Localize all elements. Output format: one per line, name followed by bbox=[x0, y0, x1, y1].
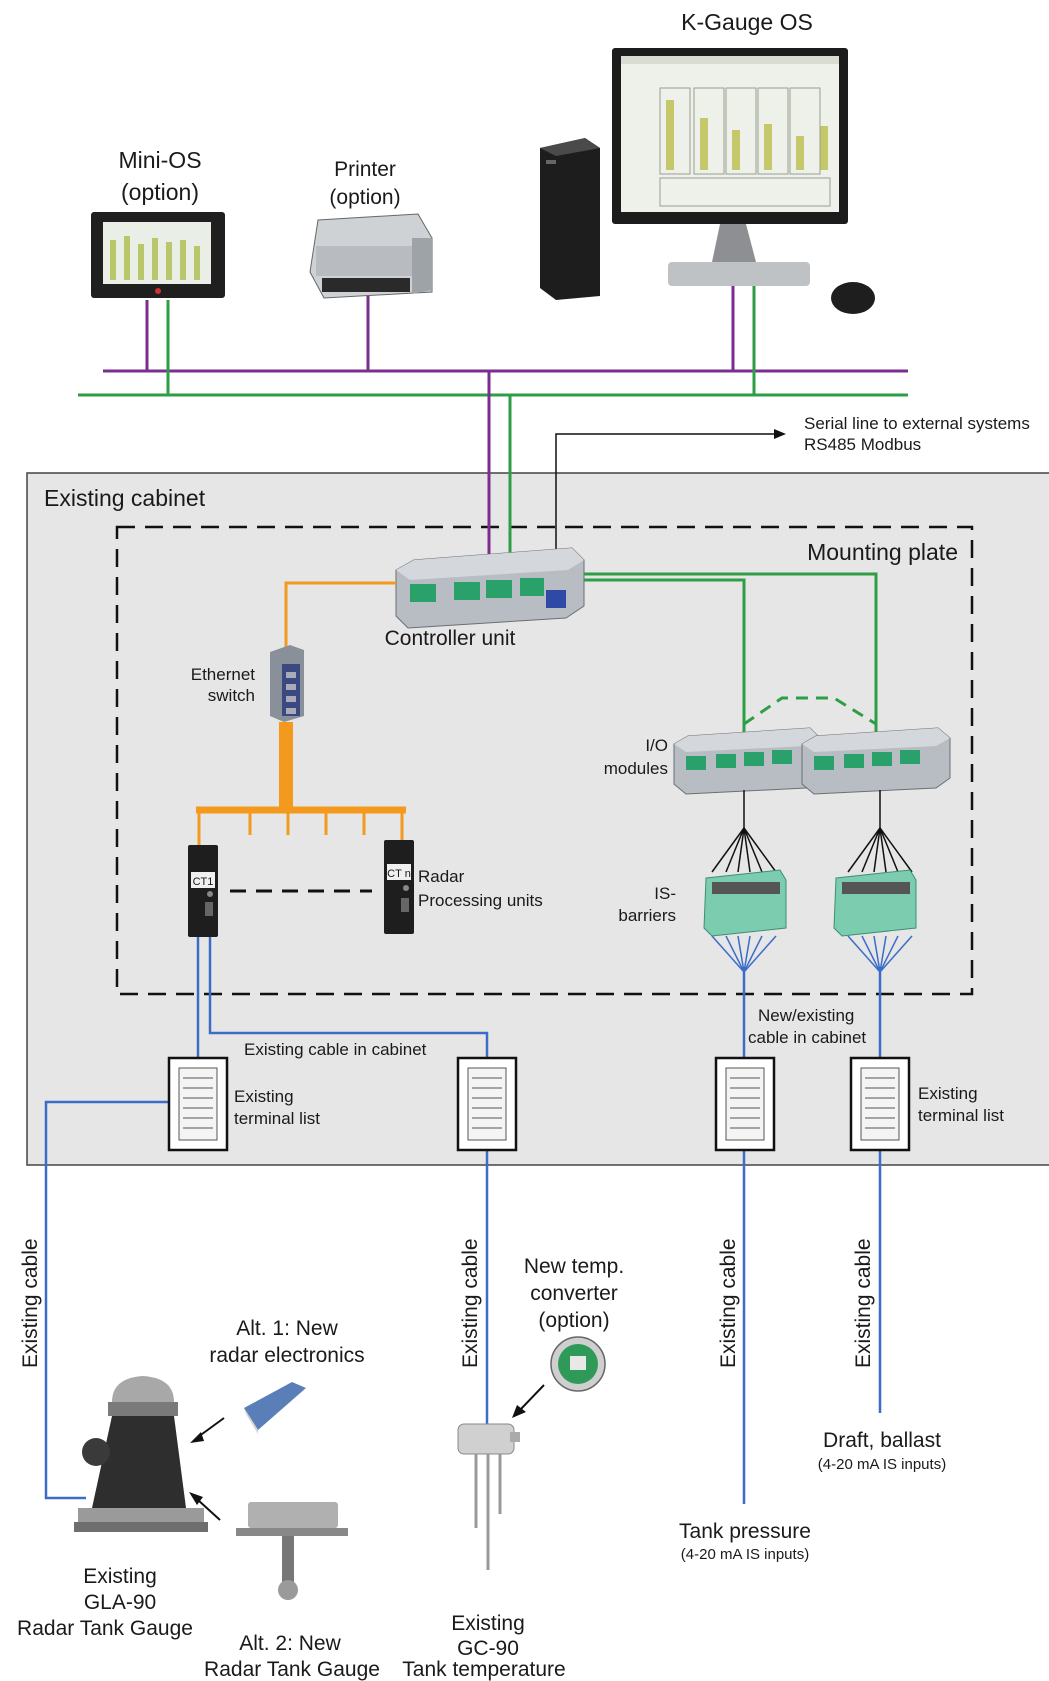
mini-os-label-2: (option) bbox=[121, 179, 199, 205]
alt2-gauge-image bbox=[236, 1502, 348, 1600]
arrow-alt1 bbox=[190, 1417, 225, 1443]
terminal-list-right-label-2: terminal list bbox=[918, 1106, 1004, 1125]
mini-os-panel bbox=[91, 212, 225, 298]
arrow-alt2 bbox=[189, 1492, 221, 1521]
field-cables bbox=[44, 937, 882, 1504]
io-barrier-wiring bbox=[711, 790, 913, 873]
controller-unit-label: Controller unit bbox=[385, 627, 516, 650]
printer-image bbox=[309, 213, 433, 299]
gc-label-1: Existing bbox=[451, 1612, 525, 1635]
radar-proc-label-2: Processing units bbox=[418, 891, 543, 910]
gla-label-3: Radar Tank Gauge bbox=[17, 1617, 193, 1640]
terminal-list-left-label-2: terminal list bbox=[234, 1109, 320, 1128]
terminal-list-3 bbox=[714, 1056, 776, 1152]
ethernet-distribution bbox=[196, 722, 406, 845]
existing-cable-label-3: Existing cable bbox=[717, 1238, 740, 1368]
controller-io-link bbox=[584, 572, 878, 738]
gla-label-1: Existing bbox=[83, 1565, 157, 1588]
is-barrier-1 bbox=[703, 869, 787, 937]
mini-os-label-1: Mini-OS bbox=[118, 147, 201, 173]
alt1-label-2: radar electronics bbox=[209, 1344, 364, 1367]
serial-line-label-2: RS485 Modbus bbox=[804, 435, 921, 454]
terminal-list-2 bbox=[456, 1056, 518, 1152]
arrow-temp bbox=[512, 1384, 545, 1418]
gla-90-gauge-image bbox=[74, 1376, 208, 1532]
terminal-list-right-label-1: Existing bbox=[918, 1084, 978, 1103]
new-existing-cable-label-2: cable in cabinet bbox=[748, 1028, 866, 1047]
serial-line-arrow bbox=[555, 429, 786, 560]
mounting-plate-box bbox=[115, 525, 974, 996]
barrier-cable-convergence bbox=[711, 935, 913, 973]
is-barriers-label-2: barriers bbox=[618, 906, 676, 925]
serial-line-label-1: Serial line to external systems bbox=[804, 414, 1030, 433]
gc-label-3: Tank temperature bbox=[402, 1658, 565, 1681]
existing-cable-label-4: Existing cable bbox=[852, 1238, 875, 1368]
ethernet-switch bbox=[270, 645, 304, 722]
io-modules-label-1: I/O bbox=[645, 736, 668, 755]
new-temp-label-3: (option) bbox=[538, 1309, 609, 1332]
ctn-label: CT n bbox=[387, 868, 411, 880]
io-modules-label-2: modules bbox=[604, 759, 668, 778]
radar-processing-unit-ctn bbox=[384, 840, 414, 934]
existing-cable-label-2: Existing cable bbox=[459, 1238, 482, 1368]
radar-processing-unit-ct1 bbox=[188, 845, 218, 937]
io-module-2 bbox=[801, 727, 951, 795]
is-barriers-label-1: IS- bbox=[654, 884, 676, 903]
new-existing-cable-label-1: New/existing bbox=[758, 1006, 854, 1025]
mounting-plate-label: Mounting plate bbox=[807, 539, 958, 565]
alt1-label-1: Alt. 1: New bbox=[236, 1317, 338, 1340]
controller-switch-link bbox=[284, 581, 396, 656]
k-gauge-os-label: K-Gauge OS bbox=[681, 9, 813, 35]
temp-converter-image bbox=[550, 1336, 606, 1392]
printer-label-2: (option) bbox=[329, 186, 400, 209]
tank-pressure-label: Tank pressure bbox=[679, 1520, 811, 1543]
ct1-label: CT1 bbox=[193, 876, 214, 888]
ethernet-switch-label-2: switch bbox=[208, 686, 255, 705]
terminal-list-4 bbox=[849, 1056, 911, 1152]
gla-label-2: GLA-90 bbox=[84, 1591, 156, 1614]
io-module-1 bbox=[673, 727, 821, 795]
alt2-label-2: Radar Tank Gauge bbox=[204, 1658, 380, 1681]
gc-label-2: GC-90 bbox=[457, 1637, 519, 1660]
radar-electronics-image bbox=[244, 1382, 306, 1434]
existing-cabinet-label: Existing cabinet bbox=[44, 485, 206, 511]
new-temp-label-2: converter bbox=[530, 1282, 618, 1305]
draft-ballast-sub-label: (4-20 mA IS inputs) bbox=[818, 1456, 946, 1473]
tank-pressure-sub-label: (4-20 mA IS inputs) bbox=[681, 1546, 809, 1563]
terminal-list-left-label-1: Existing bbox=[234, 1087, 294, 1106]
gc-90-sensor-image bbox=[457, 1423, 520, 1570]
existing-cable-label-1: Existing cable bbox=[19, 1238, 42, 1368]
new-temp-label-1: New temp. bbox=[524, 1255, 624, 1278]
radar-proc-label-1: Radar bbox=[418, 867, 465, 886]
alt2-label-1: Alt. 2: New bbox=[239, 1632, 341, 1655]
existing-cable-in-cabinet-label: Existing cable in cabinet bbox=[244, 1040, 427, 1059]
lan-bus bbox=[78, 286, 908, 560]
printer-label-1: Printer bbox=[334, 158, 396, 181]
draft-ballast-label: Draft, ballast bbox=[823, 1429, 941, 1452]
controller-unit bbox=[395, 547, 585, 629]
tower-pc-image bbox=[540, 138, 600, 300]
terminal-list-1 bbox=[167, 1056, 229, 1152]
k-gauge-monitor bbox=[612, 48, 875, 314]
ethernet-switch-label-1: Ethernet bbox=[191, 665, 256, 684]
is-barrier-2 bbox=[833, 869, 917, 937]
